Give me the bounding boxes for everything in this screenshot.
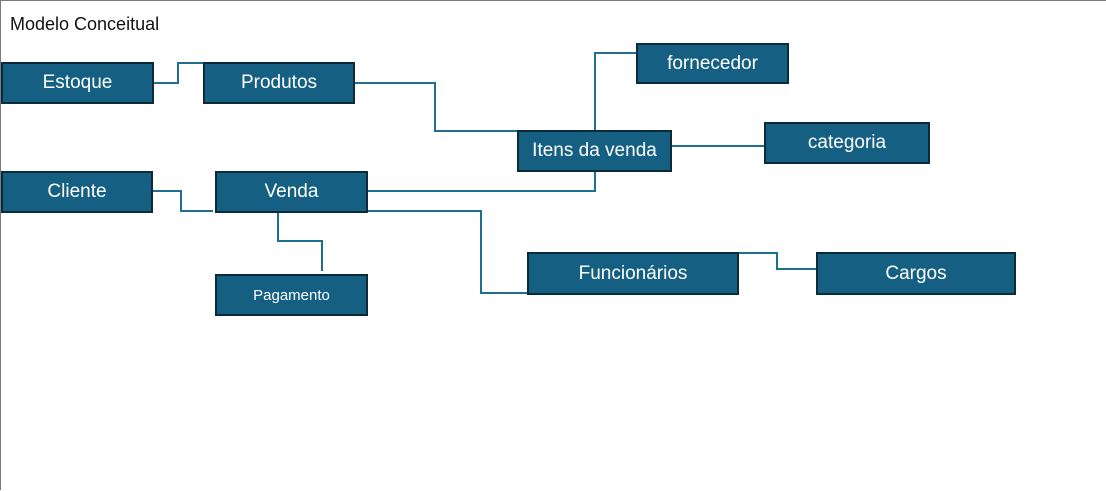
entity-produtos[interactable]: Produtos (203, 62, 355, 104)
entity-label: Cargos (885, 262, 947, 284)
entity-funcionarios[interactable]: Funcionários (527, 252, 739, 295)
entity-label: Itens da venda (532, 140, 657, 161)
entity-cliente[interactable]: Cliente (1, 171, 153, 213)
connector-estoque-produtos (153, 62, 204, 84)
entity-label: categoria (807, 132, 887, 153)
connector-cliente-venda (152, 190, 213, 212)
entity-label: Funcionários (578, 262, 688, 284)
entity-venda[interactable]: Venda (215, 171, 368, 213)
entity-label: fornecedor (667, 52, 758, 74)
diagram-title: Modelo Conceitual (10, 14, 160, 34)
connector-funcionarios-cargos (738, 252, 817, 270)
entity-pagamento[interactable]: Pagamento (215, 274, 368, 316)
entity-categoria[interactable]: categoria (764, 122, 930, 164)
entity-label: Produtos (240, 72, 318, 93)
entity-cargos[interactable]: Cargos (816, 252, 1016, 295)
entity-estoque[interactable]: Estoque (1, 62, 154, 104)
connector-fornecedor-itens-da-venda (594, 52, 637, 131)
connector-itens-da-venda-venda (367, 171, 596, 192)
entity-itens-da-venda[interactable]: Itens da venda (517, 130, 672, 172)
entity-label: Estoque (42, 72, 113, 93)
entity-label: Cliente (47, 181, 107, 202)
entity-label: Venda (264, 181, 319, 202)
connector-produtos-itens-da-venda (354, 82, 518, 132)
entity-fornecedor[interactable]: fornecedor (636, 43, 789, 84)
entity-label: Pagamento (253, 286, 330, 304)
connector-venda-pagamento (277, 211, 323, 271)
